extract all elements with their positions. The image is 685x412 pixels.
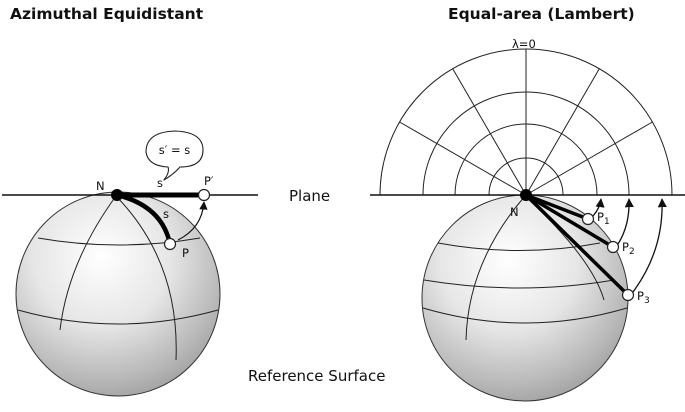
point-p-prime <box>197 188 211 202</box>
chord-p3 <box>524 193 630 297</box>
s-prime-label: s′ <box>157 176 166 190</box>
p-label: P <box>182 246 189 260</box>
right-parallel-2 <box>423 279 615 289</box>
right-equator <box>422 307 628 324</box>
sphere-arc-s <box>116 192 173 245</box>
left-meridian-1 <box>59 195 117 331</box>
right-n-label: N <box>510 205 519 219</box>
chord-p2 <box>525 193 614 249</box>
right-north-pole <box>520 189 532 201</box>
speech-bubble: s′ = s <box>145 130 204 181</box>
p2-label: P2 <box>622 240 635 257</box>
point-p1 <box>581 212 595 226</box>
left-projection-arrow <box>177 201 208 241</box>
left-north-pole <box>111 189 123 201</box>
chord-p1 <box>525 193 589 221</box>
plane-label: Plane <box>289 187 330 205</box>
polar-grid <box>379 48 673 196</box>
arrow-p3 <box>632 198 667 293</box>
point-p <box>163 237 177 251</box>
arrow-p2 <box>617 198 634 245</box>
p3-label: P3 <box>637 289 650 306</box>
point-p3 <box>621 288 635 302</box>
left-title: Azimuthal Equidistant <box>10 5 204 23</box>
p-prime-label: P′ <box>204 174 214 188</box>
reference-surface-label: Reference Surface <box>248 367 385 385</box>
left-parallel <box>37 237 201 246</box>
bubble-text: s′ = s <box>159 143 191 157</box>
left-meridian-2 <box>115 195 177 361</box>
arrow-p1 <box>592 198 605 217</box>
right-title: Equal-area (Lambert) <box>448 5 635 23</box>
left-n-label: N <box>96 179 105 193</box>
left-sphere <box>15 191 221 397</box>
right-parallel-1 <box>437 242 601 251</box>
left-equator <box>17 309 219 325</box>
meridian-label: λ=0 <box>512 37 536 51</box>
point-p2 <box>606 240 620 254</box>
s-label: s <box>163 207 169 221</box>
right-sphere <box>421 194 629 402</box>
right-meridian-1 <box>465 195 526 341</box>
p1-label: P1 <box>597 210 610 227</box>
